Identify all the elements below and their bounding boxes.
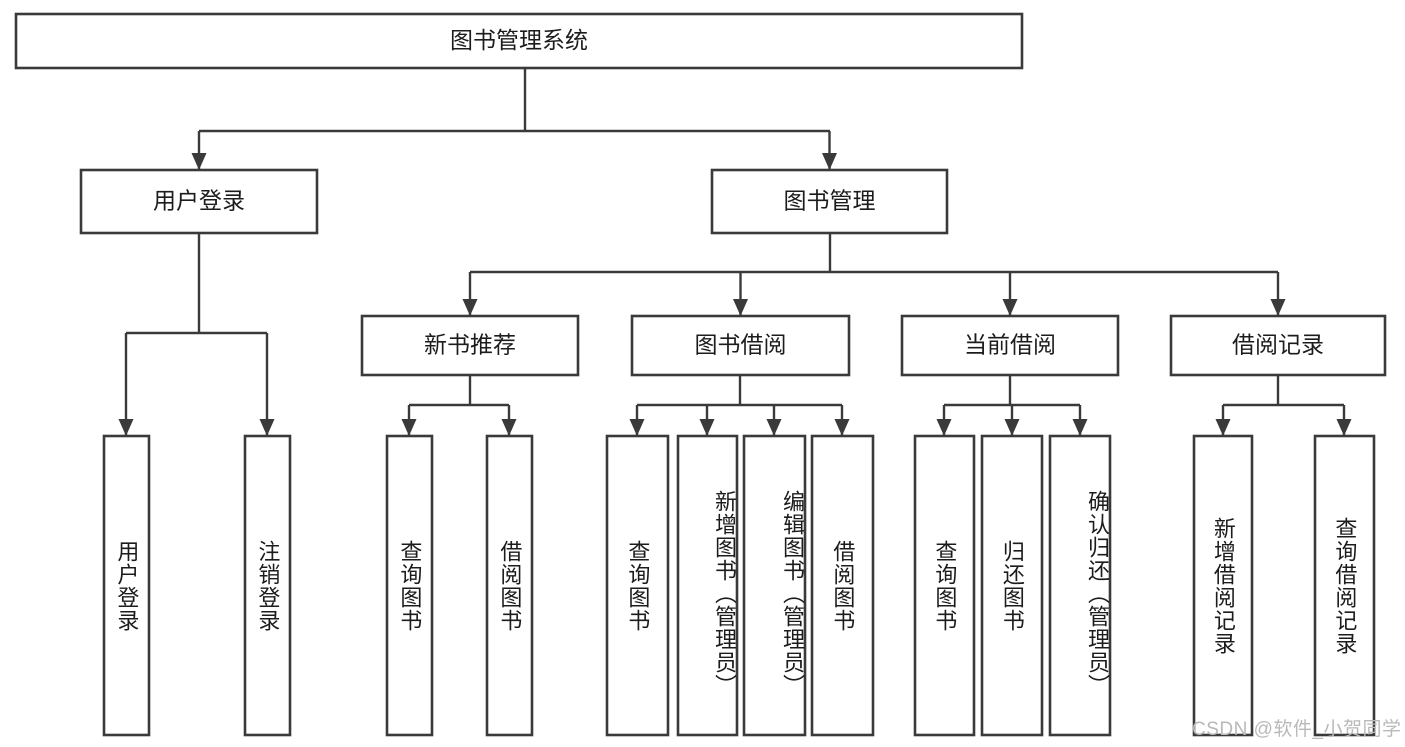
arrow-head-icon xyxy=(462,299,478,316)
node-leaf-box-3[interactable] xyxy=(485,434,534,737)
connector-layer xyxy=(118,68,1352,436)
arrow-head-icon xyxy=(1072,419,1088,436)
node-level3-label-1: 图书借阅 xyxy=(695,332,787,358)
node-level2-label-1: 图书管理 xyxy=(784,188,876,214)
arrow-head-icon xyxy=(1215,419,1231,436)
arrow-head-icon xyxy=(766,419,782,436)
node-leaf-box-1[interactable] xyxy=(243,434,292,737)
arrow-head-icon xyxy=(191,153,207,170)
node-leaf-box-9[interactable] xyxy=(980,434,1044,737)
node-leaf-box-11[interactable] xyxy=(1192,434,1254,737)
arrow-head-icon xyxy=(259,419,275,436)
node-level3-label-0: 新书推荐 xyxy=(424,332,516,358)
node-box-layer xyxy=(14,12,1387,737)
arrow-head-icon xyxy=(1002,299,1018,316)
node-level3-label-3: 借阅记录 xyxy=(1232,332,1324,358)
arrow-head-icon xyxy=(733,299,748,316)
node-root-label: 图书管理系统 xyxy=(450,27,588,53)
node-leaf-box-12[interactable] xyxy=(1313,434,1376,737)
node-level2-box-1[interactable] xyxy=(710,168,949,235)
node-level2-box-0[interactable] xyxy=(79,168,319,235)
arrow-head-icon xyxy=(629,419,645,436)
node-leaf-box-4[interactable] xyxy=(605,434,670,737)
node-level3-box-0[interactable] xyxy=(360,314,580,377)
node-leaf-box-8[interactable] xyxy=(913,434,976,737)
node-leaf-box-6[interactable] xyxy=(742,434,807,737)
node-leaf-box-0[interactable] xyxy=(102,434,151,737)
node-level3-box-1[interactable] xyxy=(630,314,851,377)
node-level3-label-2: 当前借阅 xyxy=(964,332,1056,358)
node-level2-label-0: 用户登录 xyxy=(153,188,245,214)
node-level3-box-2[interactable] xyxy=(900,314,1120,377)
node-root-box[interactable] xyxy=(14,12,1024,70)
arrow-head-icon xyxy=(1336,419,1352,436)
arrow-head-icon xyxy=(822,153,837,170)
node-leaf-box-7[interactable] xyxy=(810,434,875,737)
csdn-watermark: CSDN @软件_小贺同学 xyxy=(1192,719,1402,740)
arrow-head-icon xyxy=(1270,299,1286,316)
arrow-head-icon xyxy=(936,419,952,436)
arrow-head-icon xyxy=(501,419,517,436)
node-level3-box-3[interactable] xyxy=(1169,314,1387,377)
arrow-head-icon xyxy=(834,419,850,436)
arrow-head-icon xyxy=(1004,419,1020,436)
node-leaf-box-10[interactable] xyxy=(1048,434,1112,737)
arrow-head-icon xyxy=(699,419,715,436)
node-leaf-box-2[interactable] xyxy=(385,434,434,737)
node-leaf-box-5[interactable] xyxy=(676,434,739,737)
arrow-head-icon xyxy=(118,419,134,436)
arrow-head-icon xyxy=(401,419,417,436)
